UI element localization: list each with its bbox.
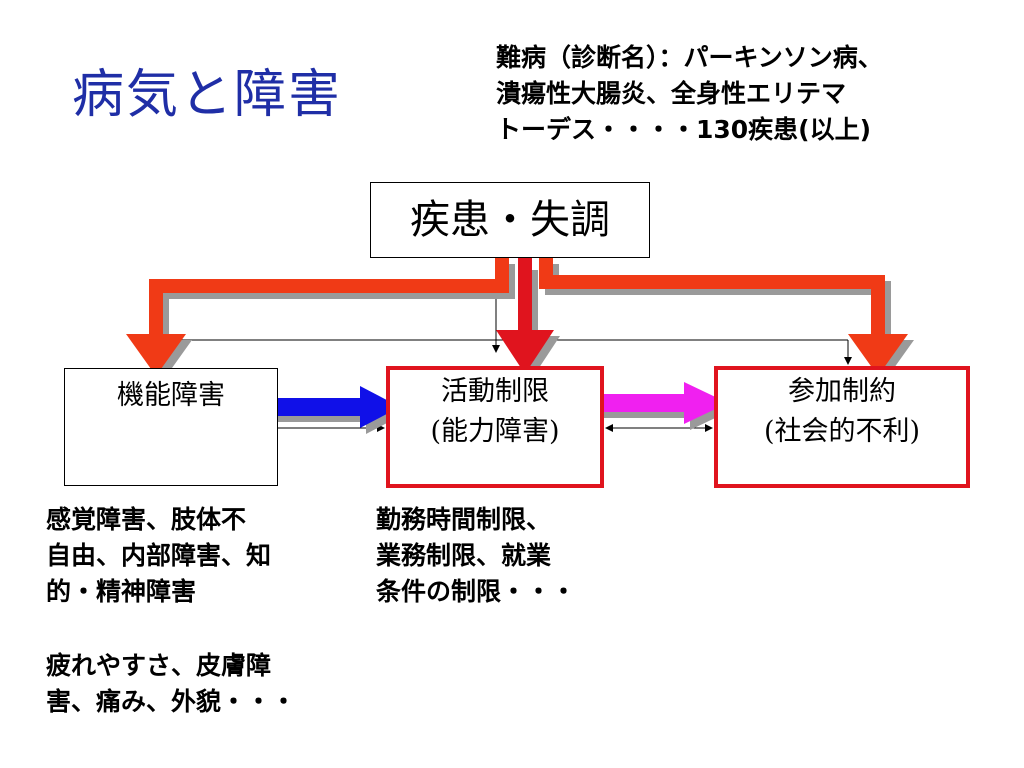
impairment-label: 機能障害 (117, 380, 225, 411)
disease-box: 疾患・失調 (370, 182, 650, 258)
disease-note-line: 潰瘍性大腸炎、全身性エリテマ (496, 79, 847, 108)
red-arrow-center (496, 258, 560, 380)
magenta-arrow (586, 382, 734, 430)
description-line: 自由、内部障害、知 (46, 541, 272, 570)
description-line: 的・精神障害 (46, 577, 197, 606)
red-arrow-right (539, 258, 914, 382)
disease-note-line: トーデス・・・・130疾患(以上) (496, 115, 872, 144)
activity-description: 勤務時間制限、 業務制限、就業 条件の制限・・・ (376, 502, 576, 610)
disease-note: 難病（診断名）：パーキンソン病、 潰瘍性大腸炎、全身性エリテマ トーデス・・・・… (496, 40, 996, 148)
description-line: 疲れやすさ、皮膚障 (46, 651, 272, 680)
red-arrow-left (126, 258, 515, 382)
disease-note-line: 難病（診断名）：パーキンソン病、 (496, 43, 883, 72)
description-line: 勤務時間制限、 (376, 505, 552, 534)
description-line: 害、痛み、外貌・・・ (46, 687, 297, 716)
impairment-description: 感覚障害、肢体不 自由、内部障害、知 的・精神障害 (46, 502, 271, 610)
activity-label: 活動制限 (441, 376, 549, 407)
activity-sublabel: (能力障害) (430, 416, 560, 447)
blue-arrow (266, 386, 406, 434)
description-line: 感覚障害、肢体不 (46, 505, 247, 534)
impairment-symptoms-description: 疲れやすさ、皮膚障 害、痛み、外貌・・・ (46, 648, 296, 720)
page-title: 病気と障害 (72, 65, 343, 125)
description-line: 条件の制限・・・ (376, 577, 577, 606)
participation-restriction-box: 参加制約 (社会的不利) (714, 366, 970, 488)
participation-label: 参加制約 (788, 376, 896, 407)
participation-sublabel: (社会的不利) (763, 416, 921, 447)
impairment-box: 機能障害 (64, 368, 278, 486)
description-line: 業務制限、就業 (376, 541, 552, 570)
activity-limitation-box: 活動制限 (能力障害) (386, 366, 604, 488)
